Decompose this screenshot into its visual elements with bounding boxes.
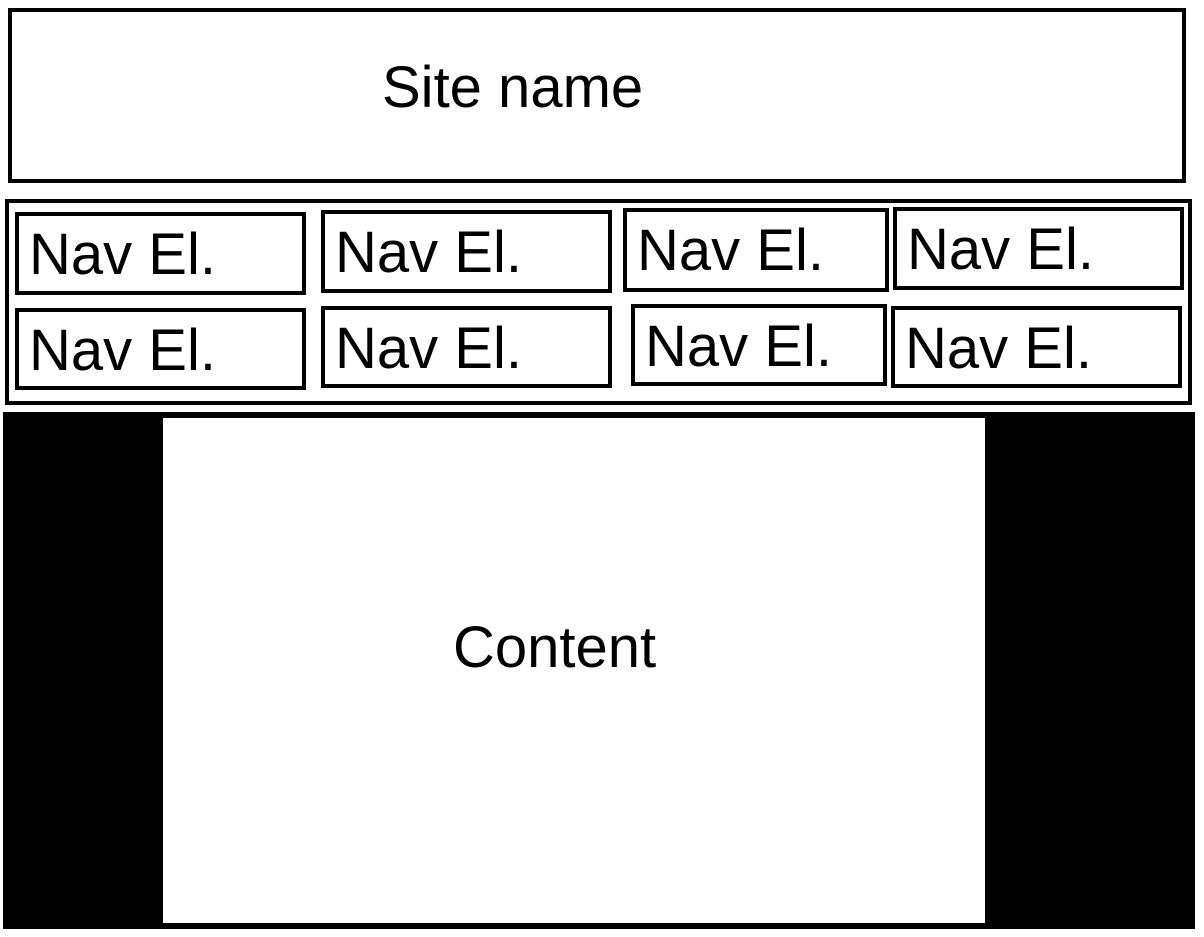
nav-item-5[interactable]: Nav El. [15, 308, 306, 390]
nav-item-1[interactable]: Nav El. [15, 212, 306, 295]
nav-item-label: Nav El. [905, 316, 1092, 381]
nav-item-8[interactable]: Nav El. [891, 306, 1182, 388]
nav-item-4[interactable]: Nav El. [893, 207, 1184, 290]
nav-item-6[interactable]: Nav El. [321, 306, 612, 388]
nav-item-label: Nav El. [907, 217, 1094, 282]
nav-bar: Nav El. Nav El. Nav El. Nav El. Nav El. … [5, 199, 1192, 405]
site-name: Site name [382, 55, 644, 120]
nav-item-label: Nav El. [335, 220, 522, 285]
nav-item-3[interactable]: Nav El. [623, 208, 889, 292]
nav-item-2[interactable]: Nav El. [321, 210, 612, 293]
nav-item-label: Nav El. [645, 314, 832, 379]
content-area: Content [163, 418, 985, 923]
site-header: Site name [8, 8, 1186, 183]
nav-item-label: Nav El. [29, 318, 216, 383]
nav-item-7[interactable]: Nav El. [631, 304, 887, 386]
content-label: Content [453, 615, 657, 680]
nav-item-label: Nav El. [29, 222, 216, 287]
content-section: Content [3, 412, 1195, 929]
nav-item-label: Nav El. [637, 218, 824, 283]
nav-item-label: Nav El. [335, 316, 522, 381]
